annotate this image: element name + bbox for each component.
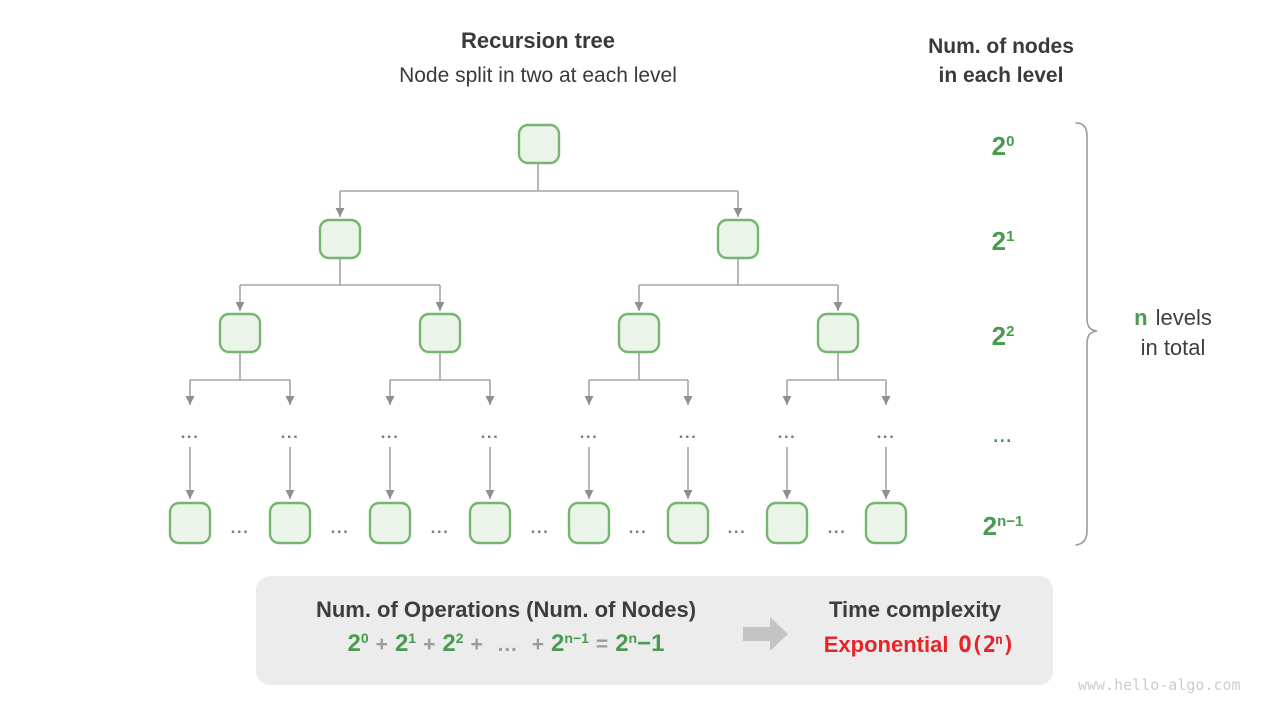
formula-term: 22	[442, 630, 463, 657]
tree-node-l3-b	[418, 312, 462, 354]
formula-term: 21	[395, 630, 416, 657]
n-symbol: n	[1134, 305, 1148, 330]
formula-term: 20	[348, 630, 369, 657]
tree-node-root	[517, 123, 561, 165]
level-count-base: ...	[993, 426, 1013, 446]
level-count-base: 2	[982, 511, 998, 541]
tree-connector-lines	[190, 163, 886, 381]
formula-operator: +	[423, 633, 436, 656]
term-base: 2	[551, 630, 565, 657]
ellipsis-leaf-gap: ...	[530, 518, 550, 537]
term-sup: n	[628, 630, 638, 646]
tree-leaf-1	[168, 501, 212, 545]
levels-brace	[1075, 122, 1098, 546]
level-count-ellipsis: ...	[993, 421, 1013, 451]
tree-node-l2-b	[716, 218, 760, 260]
term-base: 2	[347, 630, 361, 657]
tree-leaf-7	[765, 501, 809, 545]
ellipsis-level4: ...	[380, 423, 400, 442]
formula-equals: =	[595, 633, 609, 656]
ellipsis-leaf-gap: ...	[827, 518, 847, 537]
ellipsis-level4: ...	[579, 423, 599, 442]
tree-node-l3-d	[816, 312, 860, 354]
level-count-sup: n−1	[997, 513, 1024, 530]
ellipsis-level4: ...	[777, 423, 797, 442]
tree-node-l3-a	[218, 312, 262, 354]
formula-ellipsis: …	[496, 633, 518, 656]
ellipsis-level4: ...	[180, 423, 200, 442]
term-sup: 2	[455, 630, 464, 646]
level-count-0: 20	[992, 127, 1015, 161]
diagram-title: Recursion tree	[460, 28, 616, 53]
complexity-word: Exponential	[823, 632, 949, 657]
complexity-value: Exponential O(2n)	[823, 632, 1016, 658]
summary-box: Num. of Operations (Num. of Nodes) 20+21…	[256, 576, 1053, 685]
tree-nodes	[168, 123, 908, 545]
right-column-header-line2: in each level	[938, 64, 1064, 87]
level-count-sup: 2	[1006, 323, 1015, 340]
term-sup: n−1	[564, 630, 589, 646]
operations-title: Num. of Operations (Num. of Nodes)	[315, 597, 697, 622]
term-base: 2	[615, 630, 629, 657]
level-count-base: 2	[991, 131, 1007, 161]
term-base: 2	[442, 630, 456, 657]
ellipsis-leaf-gap: ...	[727, 518, 747, 537]
formula-operator: +	[470, 633, 483, 656]
ellipsis-level4: ...	[280, 423, 300, 442]
big-o-pre: O(2	[958, 633, 996, 658]
formula-term: 2n−1	[551, 630, 589, 657]
tree-leaf-2	[268, 501, 312, 545]
tree-node-l3-c	[617, 312, 661, 354]
big-o-post: )	[1002, 633, 1015, 658]
watermark: www.hello-algo.com	[1078, 676, 1241, 694]
implies-arrow-icon	[743, 617, 788, 651]
level-count-sup: 1	[1006, 228, 1015, 245]
ellipsis-leaf-gap: ...	[330, 518, 350, 537]
big-o-notation: O(2n)	[958, 633, 1015, 658]
right-column-header: Num. of nodes in each level	[928, 32, 1074, 90]
ellipsis-level4: ...	[876, 423, 896, 442]
ellipsis-leaf-gap: ...	[230, 518, 250, 537]
big-o-sup: n	[995, 633, 1003, 648]
term-base: 2	[394, 630, 409, 657]
level-count-sup: 0	[1006, 133, 1015, 150]
term-sup: 0	[360, 630, 369, 646]
ellipsis-leaf-gap: ...	[628, 518, 648, 537]
tree-leaf-5	[567, 501, 611, 545]
operations-formula: 20+21+22+…+2n−1=2n−1	[348, 630, 665, 658]
term-sup: 1	[408, 630, 417, 646]
level-count-2: 22	[992, 317, 1015, 351]
right-column-header-line1: Num. of nodes	[928, 35, 1074, 58]
formula-result: 2n−1	[615, 630, 664, 657]
time-complexity-title: Time complexity	[829, 597, 1001, 622]
tree-leaf-8	[864, 501, 908, 545]
level-count-1: 21	[992, 222, 1015, 256]
level-count-base: 2	[991, 321, 1007, 351]
tree-leaf-4	[468, 501, 512, 545]
levels-word: levels	[1155, 305, 1212, 330]
formula-operator: +	[375, 633, 388, 656]
level-count-base: 2	[991, 226, 1007, 256]
ellipsis-leaf-gap: ...	[430, 518, 450, 537]
levels-total-line2: in total	[1140, 335, 1206, 360]
tree-leaf-6	[666, 501, 710, 545]
diagram-subtitle: Node split in two at each level	[399, 64, 677, 87]
formula-operator: +	[531, 633, 545, 656]
tree-leaf-3	[368, 501, 412, 545]
ellipsis-level4: ...	[678, 423, 698, 442]
level-count-n1: 2n−1	[983, 507, 1024, 541]
tree-node-l2-a	[318, 218, 362, 260]
ellipsis-level4: ...	[480, 423, 500, 442]
tree-arrow-lines	[185, 191, 891, 499]
term-tail: −1	[637, 630, 665, 657]
